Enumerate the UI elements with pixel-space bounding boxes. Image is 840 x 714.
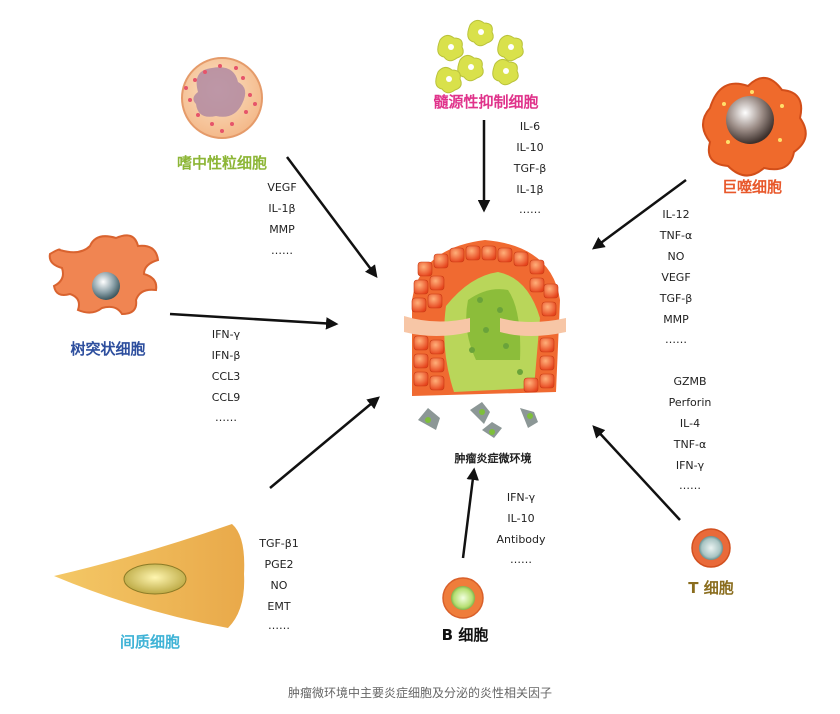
- mesenchymal-factor: PGE2: [264, 558, 293, 571]
- tcell-label: T 细胞: [688, 579, 733, 597]
- arrow-dendritic: [169, 312, 339, 330]
- mdsc-cell-icon: [435, 19, 524, 94]
- macrophage-factor: ……: [665, 333, 687, 346]
- dendritic-factor: CCL3: [212, 370, 241, 383]
- mdsc-label: 髓源性抑制细胞: [433, 93, 538, 111]
- bcell-factor: Antibody: [496, 533, 546, 546]
- dendritic-label: 树突状细胞: [70, 340, 145, 358]
- mdsc-factor: IL-1β: [516, 183, 543, 196]
- mesenchymal-factor: NO: [271, 579, 288, 592]
- dendritic-factor: IFN-β: [212, 349, 241, 362]
- mesenchymal-factor: ……: [268, 619, 290, 632]
- tcell-factor: GZMB: [673, 375, 706, 388]
- neutrophil-cell-icon: [181, 57, 263, 139]
- tumor-mass-icon: [404, 240, 566, 438]
- dendritic-cell-icon: [48, 234, 160, 316]
- mesenchymal-label: 间质细胞: [120, 633, 180, 651]
- arrow-neutrophil: [285, 156, 378, 279]
- macrophage-factor: NO: [668, 250, 685, 263]
- neutrophil-factor: MMP: [269, 223, 295, 236]
- neutrophil-factor: ……: [271, 244, 293, 257]
- arrow-mesenchymal: [269, 396, 380, 489]
- mdsc-factor: TGF-β: [513, 162, 547, 175]
- arrow-tcell: [592, 425, 681, 521]
- macrophage-factor: IL-12: [662, 208, 689, 221]
- bcell-factor: IFN-γ: [507, 491, 536, 504]
- tcell-cell-icon: [691, 528, 731, 568]
- bcell-factor: IL-10: [507, 512, 534, 525]
- dendritic-factor: IFN-γ: [212, 328, 241, 341]
- bcell-cell-icon: [442, 577, 484, 619]
- figure-caption: 肿瘤微环境中主要炎症细胞及分泌的炎性相关因子: [288, 685, 552, 700]
- mdsc-factor: ……: [519, 203, 541, 216]
- neutrophil-factor: VEGF: [267, 181, 296, 194]
- macrophage-label: 巨噬细胞: [722, 178, 782, 196]
- macrophage-factor: TNF-α: [659, 229, 693, 242]
- macrophage-factor: TGF-β: [659, 292, 693, 305]
- tcell-factor: TNF-α: [673, 438, 707, 451]
- arrow-macrophage: [591, 178, 687, 250]
- dendritic-factor: CCL9: [212, 391, 241, 404]
- tcell-factor: Perforin: [669, 396, 712, 409]
- dendritic-factor: ……: [215, 411, 237, 424]
- arrow-bcell: [461, 467, 479, 559]
- mdsc-factor: IL-6: [520, 120, 540, 133]
- tcell-factor: IFN-γ: [676, 459, 705, 472]
- bcell-label: B 细胞: [442, 626, 489, 644]
- mdsc-factor: IL-10: [516, 141, 543, 154]
- tumor-label: 肿瘤炎症微环境: [455, 451, 532, 465]
- macrophage-factor: VEGF: [661, 271, 690, 284]
- neutrophil-factor: IL-1β: [268, 202, 295, 215]
- mesenchymal-cell-icon: [54, 524, 245, 628]
- mesenchymal-factor: EMT: [267, 600, 290, 613]
- macrophage-cell-icon: [702, 77, 807, 177]
- tcell-factor: ……: [679, 479, 701, 492]
- neutrophil-label: 嗜中性粒细胞: [177, 154, 267, 172]
- macrophage-factor: MMP: [663, 313, 689, 326]
- bcell-factor: ……: [510, 553, 532, 566]
- tcell-factor: IL-4: [680, 417, 700, 430]
- mesenchymal-factor: TGF-β1: [258, 537, 299, 550]
